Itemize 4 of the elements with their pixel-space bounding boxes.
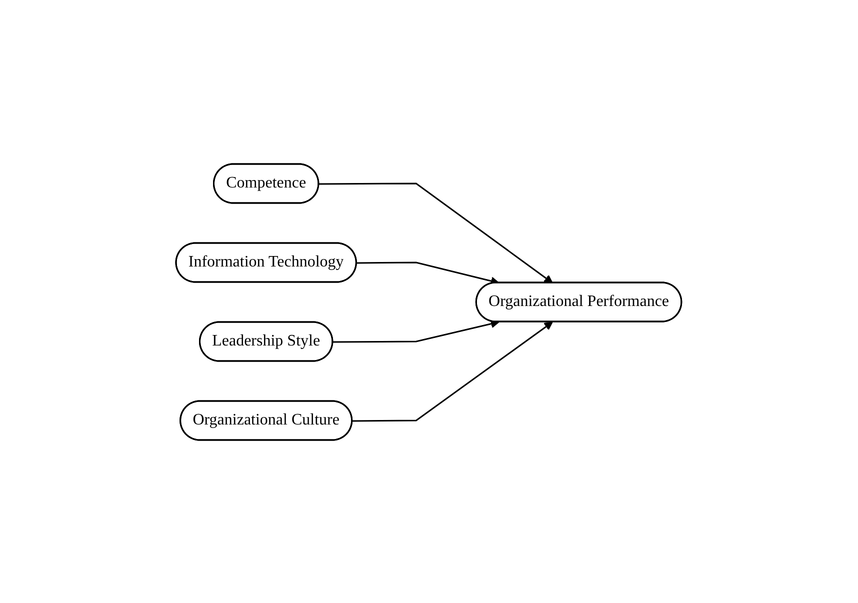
arrow <box>333 319 500 342</box>
arrow <box>319 182 554 283</box>
arrow <box>356 261 500 285</box>
arrow <box>352 321 554 422</box>
